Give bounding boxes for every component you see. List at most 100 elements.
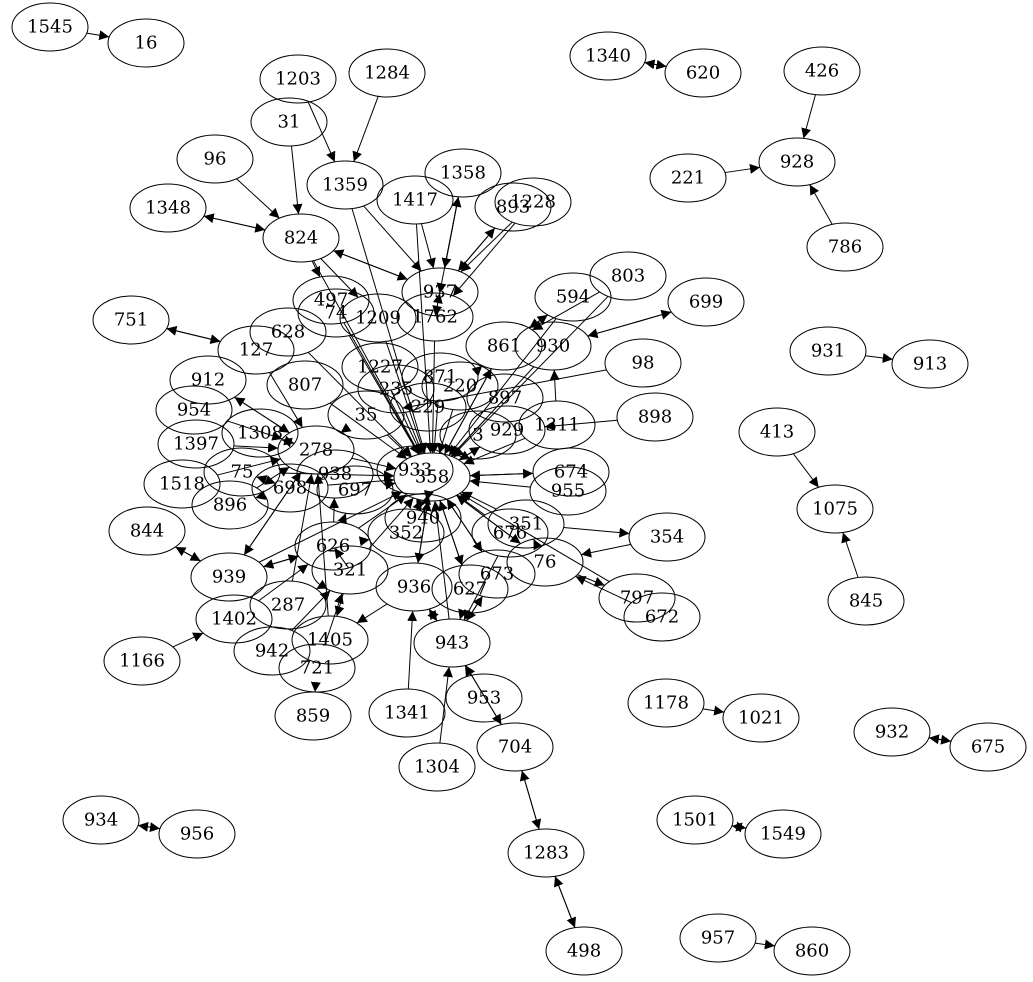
graph-node-942: 942: [233, 626, 311, 676]
node-ellipse: [217, 325, 295, 375]
node-label: 413: [760, 422, 794, 443]
graph-node-699: 699: [667, 277, 745, 327]
graph-node-697: 697: [316, 465, 394, 515]
graph-node-954: 954: [155, 385, 233, 435]
node-label: 913: [913, 354, 947, 375]
node-label: 845: [849, 591, 883, 612]
graph-node-871: 871: [401, 352, 479, 402]
node-label: 1283: [523, 843, 569, 864]
node-ellipse: [623, 592, 701, 642]
edge-1762-to-358: [427, 340, 438, 454]
node-label: 697: [338, 480, 372, 501]
node-ellipse: [368, 688, 446, 738]
node-label: 824: [284, 228, 318, 249]
node-label: 930: [536, 336, 570, 357]
node-label: 939: [212, 567, 246, 588]
graph-node-932: 932: [853, 707, 931, 757]
node-ellipse: [274, 691, 352, 741]
edge-824-to-1348: [203, 213, 266, 231]
edge-627-to-943: [458, 608, 468, 620]
node-label: 497: [314, 290, 348, 311]
graph-node-498: 498: [545, 926, 623, 976]
node-ellipse: [604, 338, 682, 388]
edge-278-to-358: [351, 457, 397, 472]
edge-413-to-1075: [792, 453, 820, 488]
edge-1284-to-1359: [352, 96, 379, 162]
edge-35-to-358: [386, 434, 412, 458]
node-label: 354: [650, 527, 684, 548]
node-label: 698: [273, 478, 307, 499]
node-ellipse: [529, 466, 607, 516]
node-label: 1397: [173, 434, 219, 455]
graph-node-953: 953: [445, 673, 523, 723]
node-ellipse: [783, 46, 861, 96]
node-ellipse: [297, 288, 375, 338]
graph-node-845: 845: [827, 576, 905, 626]
node-label: 704: [498, 737, 532, 758]
edges-layer: [86, 30, 952, 950]
edge-628-to-358: [307, 351, 413, 458]
graph-node-358: 358: [393, 452, 471, 502]
node-label: 936: [397, 577, 431, 598]
node-ellipse: [569, 31, 647, 81]
node-label: 932: [875, 722, 909, 743]
node-ellipse: [357, 364, 435, 414]
graph-node-221: 221: [649, 153, 727, 203]
graph-node-1209: 1209: [339, 293, 417, 343]
node-ellipse: [722, 693, 800, 743]
node-label: 955: [551, 481, 585, 502]
graph-node-1283: 1283: [507, 828, 585, 878]
node-label: 844: [130, 521, 164, 542]
node-label: 1340: [585, 46, 631, 67]
graph-node-1348: 1348: [129, 183, 207, 233]
graph-node-956: 956: [158, 809, 236, 859]
node-ellipse: [424, 148, 502, 198]
node-label: 1402: [211, 609, 257, 630]
node-label: 859: [296, 706, 330, 727]
node-ellipse: [545, 926, 623, 976]
edge-954-to-278: [227, 420, 283, 441]
edge-1397-to-278: [233, 442, 279, 453]
graph-node-594: 594: [534, 272, 612, 322]
node-ellipse: [413, 618, 491, 668]
graph-node-1405: 1405: [291, 615, 369, 665]
node-label: 1228: [510, 192, 556, 213]
node-label: 1501: [672, 810, 718, 831]
node-ellipse: [158, 809, 236, 859]
graph-node-626: 626: [294, 521, 372, 571]
edge-956-to-934: [137, 821, 161, 832]
graph-node-352: 352: [367, 508, 445, 558]
node-ellipse: [656, 795, 734, 845]
edge-358-to-940: [421, 494, 431, 506]
node-ellipse: [191, 480, 269, 530]
node-label: 786: [828, 237, 862, 258]
graph-node-31: 31: [250, 97, 328, 147]
node-ellipse: [384, 493, 462, 543]
edge-957-to-860: [755, 939, 775, 950]
edge-3-to-358: [453, 446, 465, 458]
edge-221-to-928: [724, 163, 761, 174]
edge-220-to-358: [437, 409, 454, 454]
edge-931-to-913: [865, 353, 893, 363]
node-label: 797: [620, 588, 654, 609]
node-label: 699: [689, 292, 723, 313]
edge-74-to-358: [348, 335, 420, 455]
node-ellipse: [306, 160, 384, 210]
graph-node-786: 786: [806, 222, 884, 272]
node-label: 75: [231, 462, 254, 483]
node-label: 1075: [812, 499, 858, 520]
node-label: 674: [554, 462, 588, 483]
node-label: 1348: [145, 198, 191, 219]
node-ellipse: [738, 407, 816, 457]
node-label: 229: [411, 397, 445, 418]
graph-node-35: 35: [327, 390, 405, 440]
graph-node-824: 824: [262, 213, 340, 263]
graph-node-1075: 1075: [796, 484, 874, 534]
graph-node-896: 896: [191, 480, 269, 530]
node-ellipse: [221, 408, 299, 458]
edge-939-to-844: [175, 546, 201, 562]
graph-node-96: 96: [176, 134, 254, 184]
node-ellipse: [476, 722, 554, 772]
node-label: 803: [611, 266, 645, 287]
node-ellipse: [233, 626, 311, 676]
